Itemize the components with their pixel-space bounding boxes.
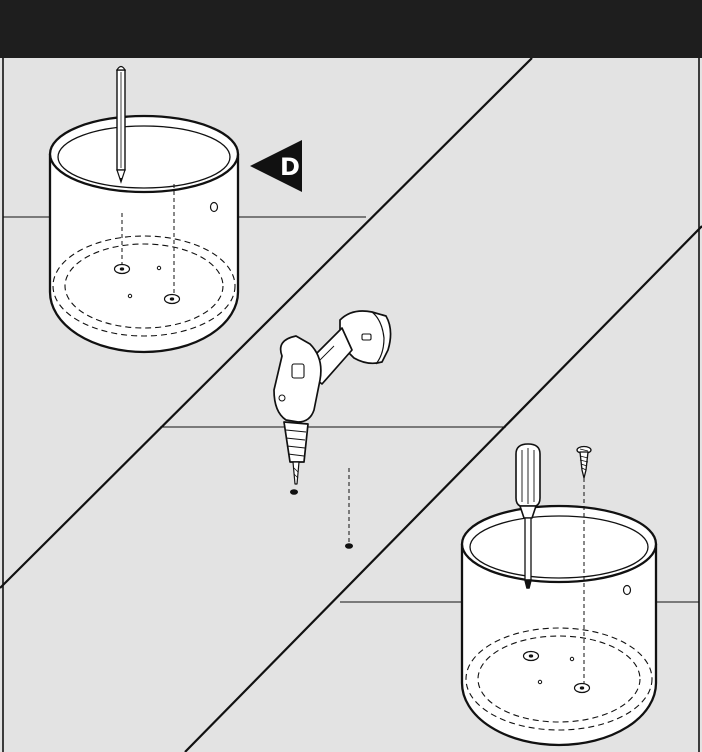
screw (577, 447, 591, 479)
cylindrical-pot (462, 478, 656, 745)
cylindrical-pot (50, 116, 238, 352)
instruction-illustration: D (0, 58, 702, 752)
illustration-frame: D (0, 58, 702, 752)
header-bar (0, 0, 702, 58)
hole-marker (290, 489, 298, 495)
cordless-drill (274, 311, 391, 484)
panel-screw-pot (462, 444, 656, 745)
step-marker-letter: D (280, 153, 300, 181)
pencil (117, 67, 125, 183)
panel-drill-holes (274, 311, 391, 549)
drilled-hole (345, 543, 353, 549)
panel-mark-holes (50, 67, 238, 352)
step-marker: D (250, 140, 302, 192)
